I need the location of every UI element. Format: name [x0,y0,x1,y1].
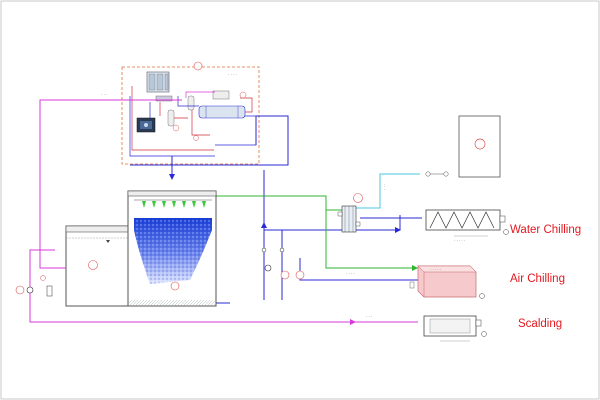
flow-arrow [412,265,418,271]
valve-icon [425,171,431,177]
water-chiller [425,209,509,237]
brine-line [355,173,420,209]
tag-marker [15,285,25,295]
auger-icon [429,211,495,229]
svg-text:· · ·: · · · [366,314,372,319]
valve-icon [46,285,53,297]
condenser-unit [146,71,173,102]
chilled-water-branch [263,170,420,300]
svg-text:· · · · ·: · · · · · [430,267,441,272]
receiver-tank [167,109,175,127]
tag-marker [295,270,305,280]
tiny-annotation: · · · · [228,72,237,77]
tag-marker [239,91,247,99]
scalder [423,315,487,342]
spray-tank [127,190,217,307]
green-feed-line [216,195,418,269]
scalding-label: Scalding [518,318,562,330]
tag-marker [40,275,46,281]
svg-text:· · · · ·: · · · · · [454,238,465,243]
tiny-annotation: · · · [101,92,107,97]
chiller-plant: · · · · · · · [101,61,260,165]
flow-arrow [395,227,401,233]
tag-marker [280,270,290,280]
pump-icon [26,286,34,294]
air-chilling-label: Air Chilling [510,273,565,285]
tag-marker [193,135,199,141]
tag-marker [193,61,203,71]
separator-tank [187,95,195,111]
tag-marker [170,281,180,291]
compressor [136,117,156,133]
valve-icon [261,247,267,253]
chilled-water-main [130,115,289,166]
flow-arrow [169,174,175,180]
storage-tank [55,225,131,307]
control-panel [458,115,501,178]
valve-icon [443,171,449,177]
plant-piping-blue [129,96,257,157]
svg-text:· · · ·: · · · · [346,271,355,276]
air-chiller: · · · · · [409,265,485,299]
pump-icon [264,264,272,272]
flow-arrow [350,319,356,325]
plant-piping-magenta [185,91,215,98]
valve-icon [279,247,285,253]
return-line-lower [29,249,418,323]
plant-piping-red [131,86,253,151]
plate-heat-exchanger [337,193,363,233]
return-line-upper [39,99,182,269]
svg-text:· · ·: · · · [382,184,387,190]
tag-marker [172,124,180,132]
evaporator [198,90,246,119]
flow-arrow [261,222,267,228]
spray-nozzles [142,201,206,208]
water-chilling-label: Water Chilling [510,224,581,236]
